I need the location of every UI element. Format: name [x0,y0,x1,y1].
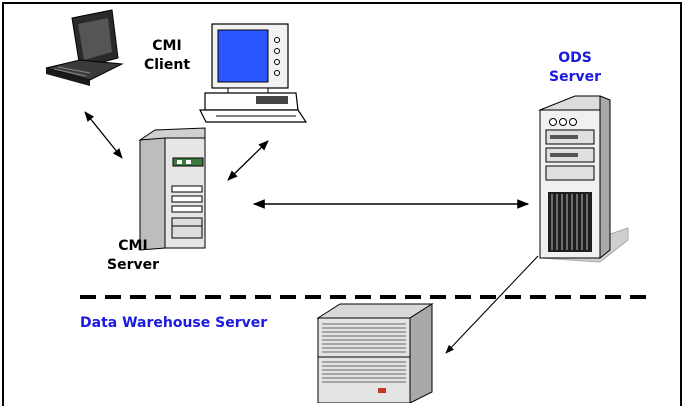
cmi-client-label: CMI Client [137,37,197,75]
cmi-client-label-line1: CMI [152,38,182,54]
ods-server-label-line2: Server [548,69,601,85]
ods-server-label-line1: ODS [558,50,592,66]
desktop-computer-icon [199,23,308,123]
ods-server-label: ODS Server [545,49,605,87]
cmi-server-label-line2: Server [106,257,159,273]
laptop-icon [45,9,124,86]
ods-server-tower-icon [538,95,629,263]
cmi-client-label-line2: Client [143,57,191,73]
laptop-cmi-server-link [84,111,123,159]
ods-warehouse-link [445,255,539,354]
client-cmi-server-link [227,140,269,181]
cmi-server-tower-icon [138,127,206,251]
data-warehouse-server-icon [316,303,434,403]
cmi-server-label: CMI Server [103,237,163,275]
cmi-server-label-line1: CMI [118,238,148,254]
data-warehouse-label: Data Warehouse Server [80,315,268,331]
